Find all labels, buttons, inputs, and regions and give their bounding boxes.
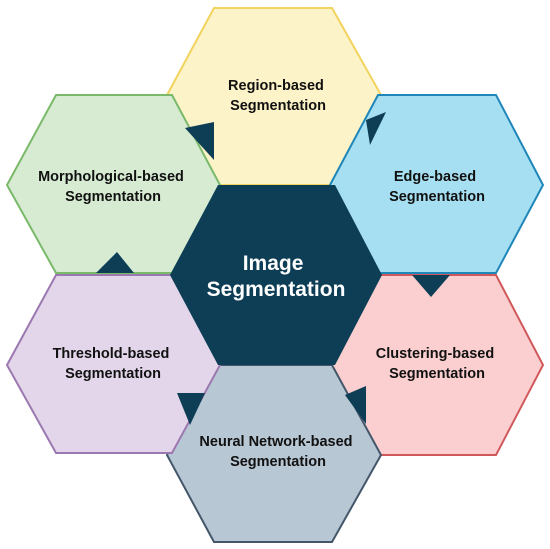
hexagon-center: Image Segmentation (170, 185, 382, 365)
hexagon-neural: Neural Network-based Segmentation (165, 364, 383, 543)
arrow-center-to-clustering (412, 275, 450, 297)
arrow-threshold-to-neural (177, 393, 205, 425)
hexagon-morphological-label: Morphological-based Segmentation (38, 169, 188, 205)
hexagon-threshold-label: Threshold-based Segmentation (53, 346, 174, 382)
center-label-line1: Image (243, 252, 304, 275)
hexagon-morphological-label-line2: Segmentation (65, 189, 161, 205)
hexagon-threshold-label-line1: Threshold-based (53, 346, 170, 362)
hexagon-edge-label-line1: Edge-based (394, 169, 476, 185)
hexagon-region-label: Region-based Segmentation (228, 78, 328, 114)
center-label-line2: Segmentation (207, 278, 346, 301)
arrow-threshold-to-morphological (96, 252, 134, 273)
arrow-region-to-center (185, 122, 214, 160)
hexagon-region-label-line2: Segmentation (230, 98, 326, 114)
hexagon-clustering-label: Clustering-based Segmentation (376, 346, 498, 382)
hexagon-neural-label-line1: Neural Network-based (199, 434, 352, 450)
hexagon-clustering-label-line2: Segmentation (389, 366, 485, 382)
hexagon-threshold-label-line2: Segmentation (65, 366, 161, 382)
arrow-clustering-to-neural (345, 386, 366, 424)
hexagon-edge-label-line2: Segmentation (389, 189, 485, 205)
connector-arrows (96, 112, 450, 425)
hexagon-edge-label: Edge-based Segmentation (389, 169, 485, 205)
hexagon-region-label-line1: Region-based (228, 78, 324, 94)
hexagon-neural-label-line2: Segmentation (230, 454, 326, 470)
hexagon-clustering-label-line1: Clustering-based (376, 346, 494, 362)
hexagon-center-shape (170, 185, 382, 365)
hexagon-morphological: Morphological-based Segmentation (5, 94, 222, 274)
arrow-edge-to-center (366, 112, 386, 145)
center-label: Image Segmentation (207, 252, 346, 301)
hexagon-morphological-label-line1: Morphological-based (38, 169, 184, 185)
hexagon-neural-label: Neural Network-based Segmentation (199, 434, 356, 470)
